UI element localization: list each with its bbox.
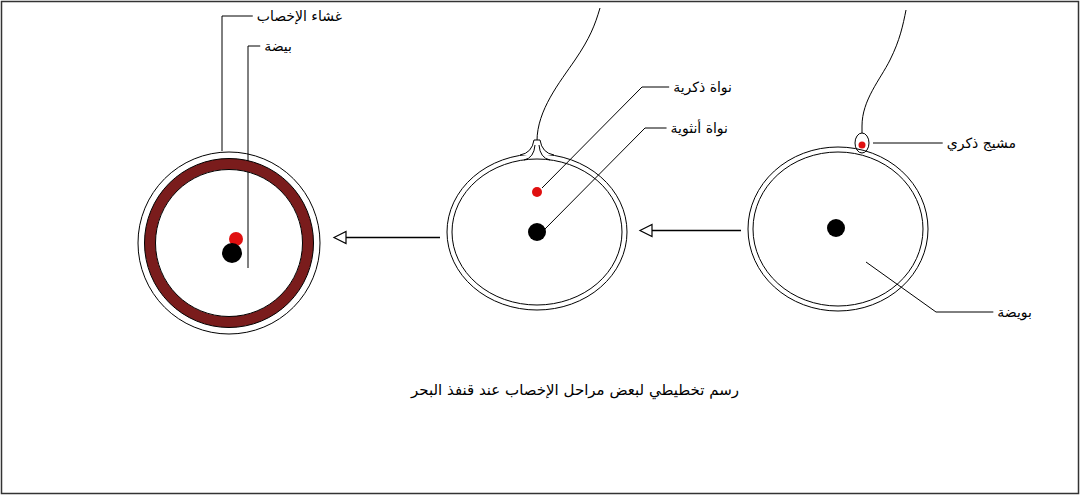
cell-circle xyxy=(136,150,322,336)
cell-outline xyxy=(136,150,322,336)
part-label: بيضة xyxy=(264,37,292,55)
leader-line xyxy=(545,128,667,229)
part-label: نواة أنثوية xyxy=(671,119,728,137)
part-label: مشيج ذكري xyxy=(947,134,1016,152)
part-label: بويضة xyxy=(997,303,1032,321)
sperm-tail xyxy=(537,8,600,141)
cell-outline xyxy=(446,153,628,311)
part-label: نواة ذكرية xyxy=(673,78,732,96)
cell-circle xyxy=(446,153,628,311)
leader-line xyxy=(866,262,993,312)
arrow-head xyxy=(640,225,652,237)
cell-outline xyxy=(747,146,929,312)
connector-line xyxy=(652,230,741,232)
arrow-connector xyxy=(334,232,440,244)
cell-circle xyxy=(747,146,929,312)
leader-line xyxy=(542,87,669,188)
arrow-connector xyxy=(640,225,741,237)
caption: رسم تخطيطي لبعض مراحل الإخصاب عند قنفذ ا… xyxy=(411,380,739,400)
connector-line xyxy=(346,237,440,239)
leader-line xyxy=(873,143,943,144)
sperm xyxy=(855,10,906,153)
arrow-head xyxy=(334,232,346,244)
part-label: غشاء الإخصاب xyxy=(257,7,342,25)
